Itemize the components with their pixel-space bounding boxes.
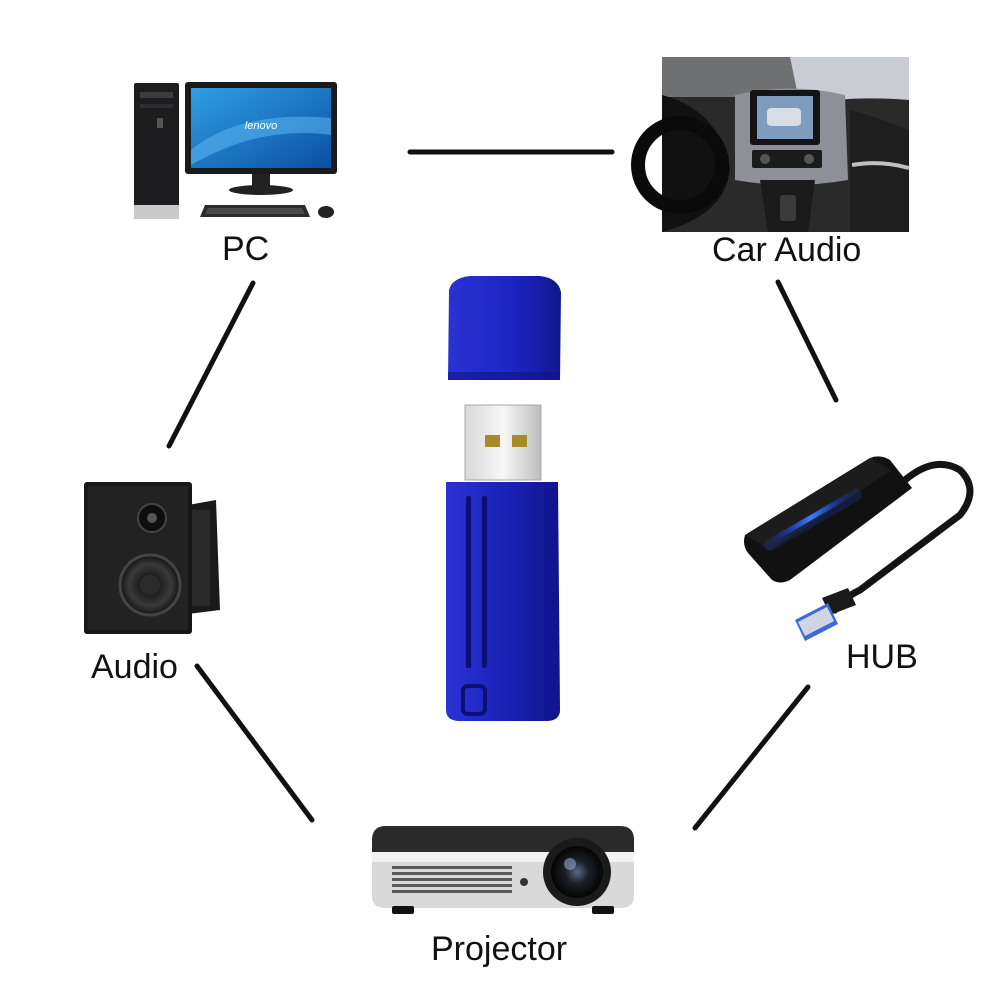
connector-hub-projector [692, 684, 811, 831]
pc-monitor-screen [191, 88, 331, 168]
hub-light-bar [769, 492, 853, 543]
audio-speakers-illustration [84, 482, 220, 634]
audio-label: Audio [91, 648, 178, 686]
pc-tower [134, 83, 179, 217]
connector-pc-audio [166, 280, 256, 449]
usb-connector [464, 404, 542, 481]
pc-label: PC [222, 230, 270, 268]
connector-audio-projector [194, 663, 315, 823]
usb-cap [448, 276, 561, 380]
usb-flash-drive [446, 276, 561, 721]
projector-label: Projector [431, 930, 568, 968]
hub-body [744, 456, 912, 583]
car-audio-illustration [631, 57, 910, 232]
connector-car-hub [775, 279, 839, 403]
car-audio-label: Car Audio [712, 231, 862, 269]
usb-body [446, 482, 560, 721]
projector-illustration [372, 826, 634, 914]
hub-label: HUB [846, 638, 918, 676]
hub-illustration [744, 456, 974, 641]
pc-mouse [318, 206, 334, 218]
pc-illustration: lenovo [134, 82, 337, 219]
pc-screen-brand: lenovo [245, 120, 277, 132]
projector-vent [392, 866, 512, 893]
connector-lines [166, 149, 839, 831]
